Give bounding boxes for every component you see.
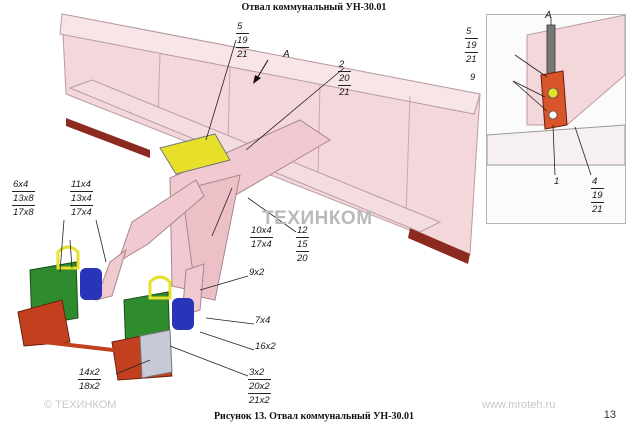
blade-top-edge xyxy=(59,13,481,115)
inset-callout-1-line1: 1 xyxy=(554,176,560,187)
direction-marker-a: A xyxy=(283,49,290,60)
callout-12-line2: 15 xyxy=(296,239,309,252)
callout-14-line2: 18x2 xyxy=(79,381,100,392)
callout-16: 16x2 xyxy=(254,340,277,353)
callout-11-line3: 17x4 xyxy=(71,207,92,218)
callout-2: 2 20 21 xyxy=(338,58,351,99)
callout-12-line1: 12 xyxy=(296,225,309,238)
callout-9-line1: 9x2 xyxy=(249,267,265,278)
callout-3-line3: 21x2 xyxy=(249,395,270,406)
callout-5-line2: 19 xyxy=(236,35,249,48)
callout-14: 14x2 18x2 xyxy=(78,366,101,393)
callout-2-line1: 2 xyxy=(338,58,351,72)
callout-5-line1: 5 xyxy=(236,20,249,34)
callout-2-line3: 21 xyxy=(339,87,350,98)
inset-callout-5: 5 19 21 xyxy=(465,25,478,66)
callout-10: 10x4 17x4 xyxy=(250,224,273,251)
inset-drawing xyxy=(487,15,625,176)
inset-callout-4-line1: 4 xyxy=(591,175,604,189)
callout-11-line2: 13x4 xyxy=(70,193,93,206)
inset-callout-5-line3: 21 xyxy=(466,54,477,65)
watermark-left: © ТЕХИНКОМ xyxy=(44,399,117,411)
blade-cutting-edge xyxy=(66,118,150,158)
callout-9: 9x2 xyxy=(248,266,265,279)
callout-6-line2: 13x8 xyxy=(12,193,35,206)
callout-5-line3: 21 xyxy=(237,49,248,60)
page-number: 13 xyxy=(603,409,616,421)
hinge-bracket xyxy=(159,133,231,175)
inset-callout-4-line2: 19 xyxy=(591,190,604,203)
callout-11-line1: 11x4 xyxy=(70,179,93,192)
inset-callout-9-line1: 9 xyxy=(470,72,476,83)
inset-callout-5-line2: 19 xyxy=(465,40,478,53)
figure-caption: Рисунок 13. Отвал коммунальный УН-30.01 xyxy=(213,411,415,422)
page-title: Отвал коммунальный УН-30.01 xyxy=(241,2,387,13)
inset-callout-4-line3: 21 xyxy=(592,204,603,215)
callout-5: 5 19 21 xyxy=(236,20,249,61)
callout-16-line1: 16x2 xyxy=(255,341,276,352)
inset-callout-9: 9 xyxy=(469,71,476,84)
callout-6-line3: 17x8 xyxy=(13,207,34,218)
callout-7: 7x4 xyxy=(254,314,271,327)
callout-6: 6x4 13x8 17x8 xyxy=(12,178,35,219)
callout-3-line1: 3x2 xyxy=(248,366,271,380)
inset-callout-4: 4 19 21 xyxy=(591,175,604,216)
callout-6-line1: 6x4 xyxy=(12,178,35,192)
callout-3: 3x2 20x2 21x2 xyxy=(248,366,271,407)
inset-callout-1: 1 xyxy=(553,175,560,188)
callout-12: 12 15 20 xyxy=(296,224,309,265)
detail-inset: A 5 19 21 9 1 4 19 21 xyxy=(465,10,626,224)
watermark-right: www.mroteh.ru xyxy=(482,399,556,411)
callout-11: 11x4 13x4 17x4 xyxy=(70,178,93,219)
inset-callout-5-line1: 5 xyxy=(465,25,478,39)
callout-2-line2: 20 xyxy=(338,73,351,86)
center-watermark: ТЕХИНКОМ xyxy=(262,208,373,229)
callout-7-line1: 7x4 xyxy=(255,315,271,326)
callout-12-line3: 20 xyxy=(297,253,308,264)
callout-10-line2: 17x4 xyxy=(251,239,272,250)
callout-10-line1: 10x4 xyxy=(250,225,273,238)
inset-marker-a: A xyxy=(545,10,552,21)
callout-3-line2: 20x2 xyxy=(248,381,271,394)
callout-14-line1: 14x2 xyxy=(78,367,101,380)
